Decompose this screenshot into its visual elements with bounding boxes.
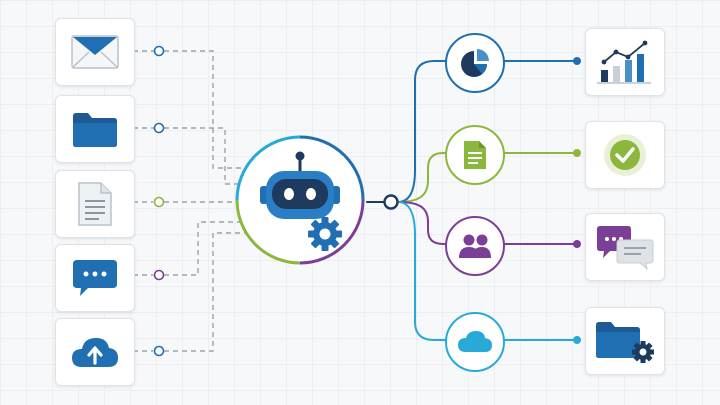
folder-icon [73,113,117,147]
output-dot-report [573,149,581,157]
input-node-chat [153,269,165,281]
junction-node [383,194,399,210]
input-node-email [153,45,165,57]
check-badge-icon [604,134,646,176]
output-card-cloud [585,307,665,375]
cloud-upload-icon [72,338,118,367]
output-hub-analytics [445,33,505,93]
users-icon [459,234,491,258]
cloud-icon [458,331,492,352]
output-hub-cloud [445,312,505,372]
output-dot-cloud [573,336,581,344]
envelope-icon [71,35,119,69]
bar-chart-icon [597,40,651,84]
output-card-team [585,213,665,281]
input-node-folder [153,122,165,134]
document-icon [78,182,112,226]
chat-bubble-icon [73,260,117,296]
input-card-cloud-upload [55,318,135,386]
input-card-folder [55,95,135,163]
robot-with-gear-icon [235,135,365,265]
document-icon [464,141,486,169]
output-hub-team [445,216,505,276]
output-card-report [585,121,665,189]
input-node-document [153,196,165,208]
conversation-icon [597,226,654,270]
input-card-document [55,170,135,238]
branch-analytics [397,60,446,203]
central-bot-hub [233,133,367,267]
branch-team [397,201,446,245]
input-node-cloud-upload [153,345,165,357]
pie-chart-icon [461,49,489,77]
folder-gear-icon [596,322,654,363]
input-card-email [55,18,135,86]
output-dot-team [573,240,581,248]
input-card-chat [55,244,135,312]
branch-cloud [397,201,446,341]
output-hub-report [445,125,505,185]
branch-report [397,152,446,203]
output-dot-analytics [573,57,581,65]
output-card-analytics [585,28,665,96]
